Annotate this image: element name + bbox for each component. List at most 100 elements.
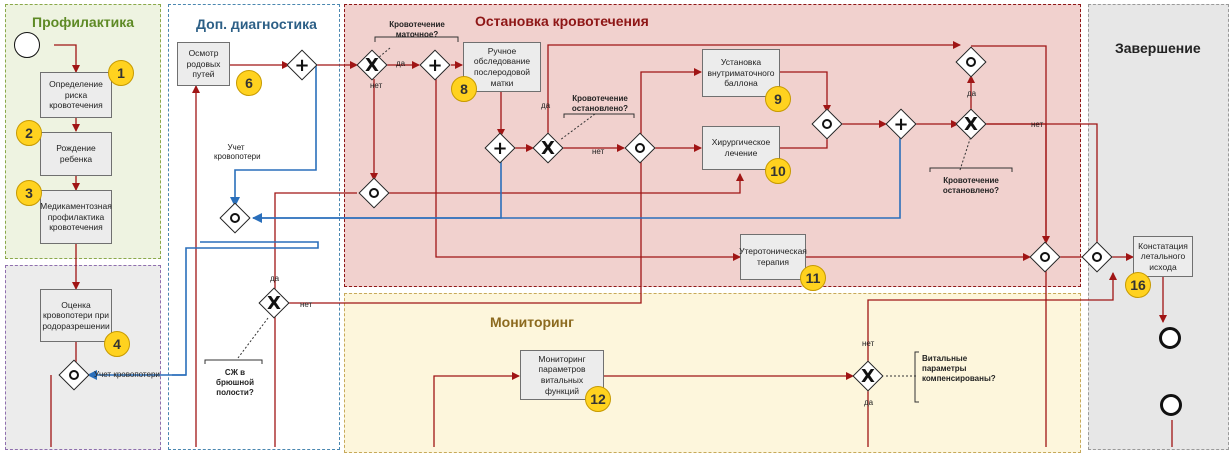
yes-label: да bbox=[541, 101, 551, 110]
inclusive-gateway-symbol bbox=[1029, 241, 1061, 273]
task-4[interactable]: Оценка кровопотери при родоразрешении bbox=[40, 289, 112, 342]
exclusive-gateway-symbol: X bbox=[964, 113, 978, 135]
yes-label: да bbox=[864, 398, 874, 407]
connector bbox=[971, 45, 1047, 243]
connector bbox=[54, 44, 80, 73]
task-label: Медикаментозная профилактика кровотечени… bbox=[40, 201, 112, 233]
no-label: нет bbox=[300, 300, 313, 309]
task-label: Мониторинг параметров витальных функций bbox=[538, 353, 586, 396]
connector bbox=[253, 137, 901, 219]
step-number-badge: 6 bbox=[236, 70, 262, 96]
blood-loss-label: Учет кровопотери bbox=[214, 143, 261, 161]
task-1[interactable]: Определение риска кровотечения bbox=[40, 72, 112, 118]
step-number-badge: 9 bbox=[765, 86, 791, 112]
annotation-free-fluid: СЖ в брюшной полости? bbox=[216, 368, 254, 397]
task-label: Установка внутриматочного баллона bbox=[707, 57, 775, 89]
connector bbox=[547, 41, 961, 134]
annotation-leader bbox=[237, 317, 269, 359]
task-3[interactable]: Медикаментозная профилактика кровотечени… bbox=[40, 190, 112, 244]
gateway-ring bbox=[1040, 252, 1050, 262]
no-label: нет bbox=[1031, 120, 1044, 129]
inclusive-gateway-symbol bbox=[358, 177, 390, 209]
gateway-ring bbox=[369, 188, 379, 198]
start-event bbox=[14, 32, 40, 58]
connector bbox=[274, 192, 357, 289]
parallel-gateway-symbol: + bbox=[492, 137, 508, 159]
parallel-gateway-symbol: + bbox=[427, 54, 443, 76]
inclusive-gateway-symbol bbox=[219, 202, 251, 234]
step-number-badge: 3 bbox=[16, 180, 42, 206]
gateway-ring bbox=[635, 143, 645, 153]
step-number-badge: 4 bbox=[104, 331, 130, 357]
annotation-bracket bbox=[914, 351, 919, 403]
connector bbox=[389, 173, 744, 194]
gateway-ring bbox=[822, 119, 832, 129]
connector bbox=[435, 79, 741, 261]
step-number-badge: 12 bbox=[585, 386, 611, 412]
task-12[interactable]: Мониторинг параметров витальных функций bbox=[520, 350, 604, 400]
annotation-vitals-compensated: Витальные параметры компенсированы? bbox=[922, 354, 996, 383]
task-label: Определение риска кровотечения bbox=[49, 79, 103, 111]
connector bbox=[780, 71, 831, 113]
no-label: нет bbox=[862, 339, 875, 348]
connector bbox=[867, 272, 1117, 361]
task-label: Оценка кровопотери при родоразрешении bbox=[42, 299, 110, 331]
end-event bbox=[1160, 394, 1182, 416]
task-16[interactable]: Констатация летального исхода bbox=[1133, 236, 1193, 277]
task-label: Констатация летального исхода bbox=[1138, 240, 1188, 272]
annotation-leader bbox=[559, 113, 596, 141]
annotation-uterine-bleeding: Кровотечение маточное? bbox=[389, 20, 445, 39]
annotation-bracket bbox=[929, 167, 1013, 172]
connector bbox=[172, 241, 319, 376]
task-label: Хирургическое лечение bbox=[711, 137, 771, 158]
annotation-bleeding-stopped: Кровотечение остановлено? bbox=[571, 94, 629, 113]
connector bbox=[640, 68, 702, 134]
blood-loss-label: Учет кровопотери bbox=[94, 370, 160, 379]
task-label: Рождение ребенка bbox=[56, 143, 96, 164]
task-label: Ручное обследование послеродовой матки bbox=[473, 45, 531, 88]
step-number-badge: 11 bbox=[800, 265, 826, 291]
task-label: Утеротоническая терапия bbox=[739, 246, 807, 267]
task-11[interactable]: Утеротоническая терапия bbox=[739, 234, 807, 280]
annotation-bracket bbox=[204, 359, 263, 364]
lane-title-prophylaxis: Профилактика bbox=[32, 14, 134, 30]
inclusive-gateway-symbol bbox=[624, 132, 656, 164]
yes-label: да bbox=[967, 89, 977, 98]
lane-title-completion: Завершение bbox=[1115, 40, 1201, 56]
annotation-bracket bbox=[563, 113, 635, 118]
inclusive-gateway-symbol bbox=[955, 46, 987, 78]
lane-title-diagnostics: Доп. диагностика bbox=[196, 16, 317, 32]
lane-title-monitoring: Мониторинг bbox=[490, 314, 574, 330]
inclusive-gateway-symbol bbox=[1081, 241, 1113, 273]
exclusive-gateway-symbol: X bbox=[541, 137, 555, 159]
parallel-gateway-symbol: + bbox=[294, 54, 310, 76]
step-number-badge: 10 bbox=[765, 158, 791, 184]
gateway-ring bbox=[1092, 252, 1102, 262]
exclusive-gateway-symbol: X bbox=[861, 365, 875, 387]
parallel-gateway-symbol: + bbox=[893, 113, 909, 135]
annotation-leader bbox=[377, 47, 391, 59]
step-number-badge: 16 bbox=[1125, 272, 1151, 298]
connector bbox=[230, 65, 317, 207]
yes-label: да bbox=[396, 59, 406, 68]
gateway-ring bbox=[69, 370, 79, 380]
lane-completion bbox=[1088, 4, 1229, 450]
gateway-ring bbox=[230, 213, 240, 223]
connector bbox=[984, 123, 1098, 243]
step-number-badge: 8 bbox=[451, 76, 477, 102]
annotation-bleeding-stopped: Кровотечение остановлено? bbox=[942, 176, 1000, 195]
inclusive-gateway-symbol bbox=[58, 359, 90, 391]
task-9[interactable]: Установка внутриматочного баллона bbox=[702, 49, 780, 97]
inclusive-gateway-symbol bbox=[811, 108, 843, 140]
step-number-badge: 2 bbox=[16, 120, 42, 146]
task-2[interactable]: Рождение ребенка bbox=[40, 132, 112, 176]
task-label: Осмотр родовых путей bbox=[186, 48, 221, 80]
lane-title-stop-bleeding: Остановка кровотечения bbox=[475, 13, 649, 29]
task-6[interactable]: Осмотр родовых путей bbox=[177, 42, 230, 86]
exclusive-gateway-symbol: X bbox=[267, 292, 281, 314]
gateway-ring bbox=[966, 57, 976, 67]
annotation-bracket bbox=[374, 36, 459, 42]
annotation-leader bbox=[959, 135, 972, 171]
